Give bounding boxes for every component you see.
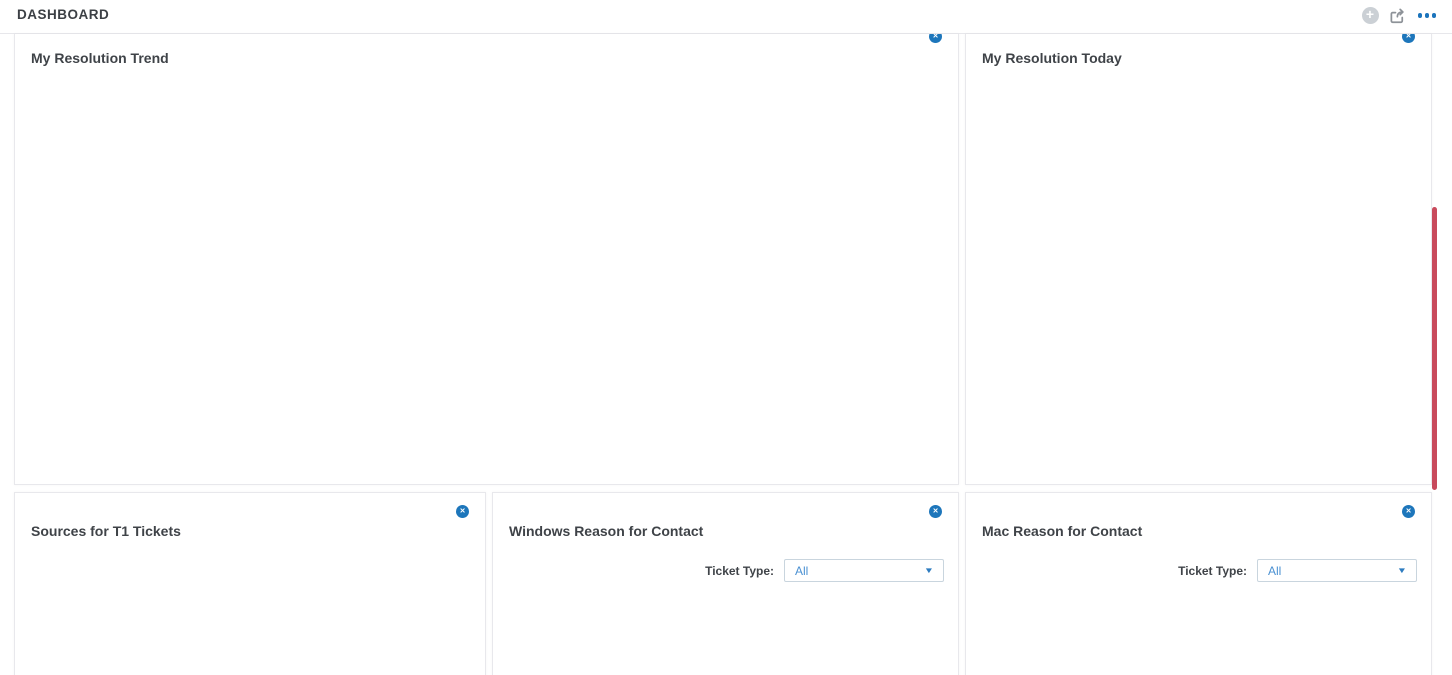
chevron-down-icon: ▼ <box>923 566 935 575</box>
page-title: DASHBOARD <box>17 7 110 22</box>
panel-title: My Resolution Trend <box>31 50 169 66</box>
close-icon[interactable]: ✕ <box>456 505 469 518</box>
panel-sources-for-t1-tickets: ✕ Sources for T1 Tickets <box>14 492 486 675</box>
share-icon[interactable] <box>1388 7 1406 25</box>
ticket-type-filter: Ticket Type: All ▼ <box>1178 559 1417 582</box>
plus-circle-icon[interactable]: + <box>1361 7 1379 24</box>
panel-my-resolution-trend: ✕ My Resolution Trend <box>14 34 959 485</box>
ticket-type-select[interactable]: All ▼ <box>784 559 944 582</box>
chevron-down-icon: ▼ <box>1396 566 1408 575</box>
ellipsis-icon[interactable] <box>1417 9 1436 22</box>
close-icon[interactable]: ✕ <box>1402 34 1415 43</box>
dashboard-header: DASHBOARD + <box>0 0 1452 34</box>
ticket-type-label: Ticket Type: <box>705 563 774 578</box>
panel-title: Sources for T1 Tickets <box>31 523 181 539</box>
close-icon[interactable]: ✕ <box>929 505 942 518</box>
close-icon[interactable]: ✕ <box>929 34 942 43</box>
panel-mac-reason-for-contact: ✕ Mac Reason for Contact Ticket Type: Al… <box>965 492 1432 675</box>
panel-title: Mac Reason for Contact <box>982 523 1143 539</box>
ticket-type-filter: Ticket Type: All ▼ <box>705 559 944 582</box>
header-actions: + <box>1361 7 1436 27</box>
close-icon[interactable]: ✕ <box>1402 505 1415 518</box>
ticket-type-selected-value: All <box>795 563 809 578</box>
panel-title: Windows Reason for Contact <box>509 523 704 539</box>
ticket-type-label: Ticket Type: <box>1178 563 1247 578</box>
panel-title: My Resolution Today <box>982 50 1122 66</box>
panel-my-resolution-today: ✕ My Resolution Today <box>965 34 1432 485</box>
panel-windows-reason-for-contact: ✕ Windows Reason for Contact Ticket Type… <box>492 492 959 675</box>
ticket-type-select[interactable]: All ▼ <box>1257 559 1417 582</box>
ticket-type-selected-value: All <box>1268 563 1282 578</box>
scrollbar-thumb[interactable] <box>1432 207 1437 490</box>
